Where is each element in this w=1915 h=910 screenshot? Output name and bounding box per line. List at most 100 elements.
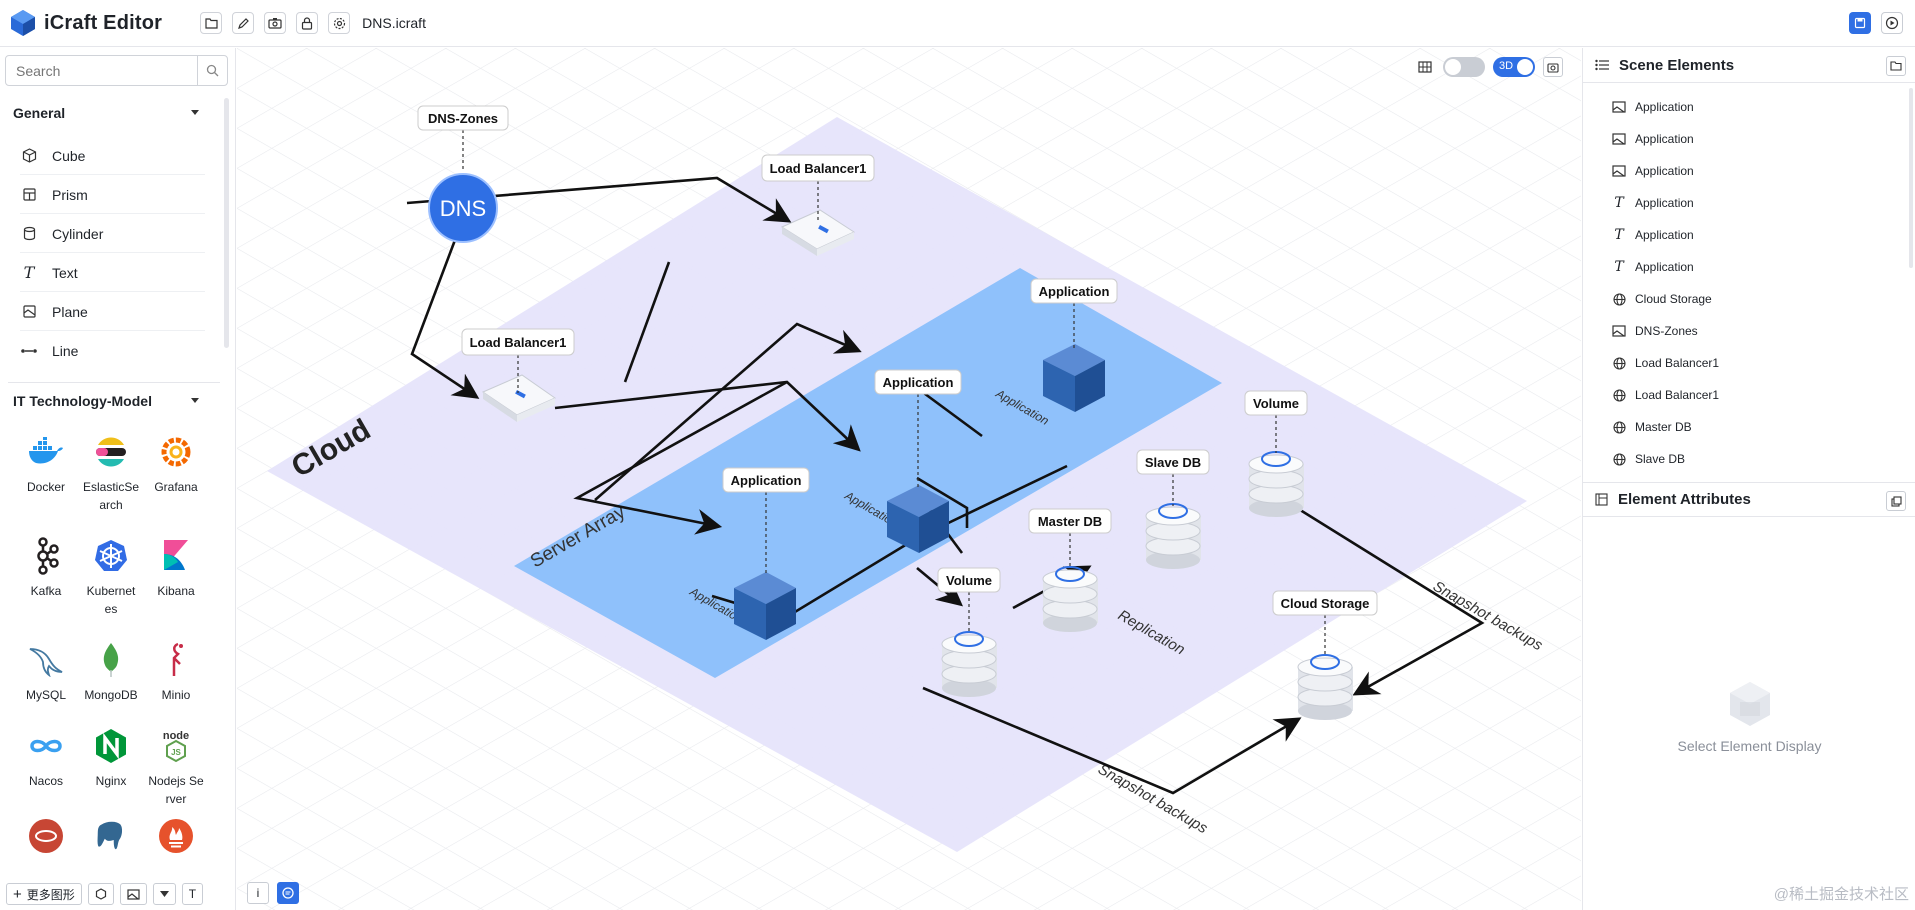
save-icon[interactable] xyxy=(1849,12,1871,34)
scene-item-label: Load Balancer1 xyxy=(1635,356,1720,370)
slave-db[interactable] xyxy=(1145,503,1201,569)
lock-icon[interactable] xyxy=(296,12,319,34)
copy-icon[interactable] xyxy=(1886,491,1906,511)
folder-icon[interactable] xyxy=(200,12,223,34)
scene-canvas[interactable]: Cloud Server Array Application Applicati… xyxy=(237,48,1581,910)
label-application-top[interactable]: Application xyxy=(1030,278,1118,304)
tech-elasticsearch[interactable]: EslasticSe arch xyxy=(79,432,143,514)
label-volume-left[interactable]: Volume xyxy=(937,567,1001,593)
master-db[interactable] xyxy=(1042,566,1098,632)
tech-minio[interactable]: Minio xyxy=(144,640,208,704)
tech-prometheus[interactable] xyxy=(144,816,208,862)
play-icon[interactable] xyxy=(1881,12,1903,34)
tech-nacos[interactable]: Nacos xyxy=(14,726,78,790)
application-cube-mid[interactable] xyxy=(887,485,949,553)
brush-icon[interactable] xyxy=(232,12,255,34)
tech-kubernetes[interactable]: Kubernet es xyxy=(79,536,143,618)
general-item-text[interactable]: T Text xyxy=(20,254,205,292)
scene-item[interactable]: Slave DB xyxy=(1611,443,1685,475)
image-icon[interactable] xyxy=(119,883,147,905)
volume-db-left[interactable] xyxy=(941,631,997,697)
tech-kibana[interactable]: Kibana xyxy=(144,536,208,600)
tech-label: Kafka xyxy=(30,584,62,598)
sidebar-bottom-bar: +更多图形 T xyxy=(0,878,235,910)
chat-icon[interactable] xyxy=(277,882,299,904)
tech-nginx[interactable]: Nginx xyxy=(79,726,143,790)
3d-toggle-label: 3D xyxy=(1499,60,1514,72)
label-load-balancer-left[interactable]: Load Balancer1 xyxy=(461,328,575,356)
caret-down-icon xyxy=(191,110,199,115)
nginx-icon xyxy=(91,726,131,766)
general-item-prism[interactable]: Prism xyxy=(20,176,205,214)
tech-label: Grafana xyxy=(154,480,198,494)
search-button[interactable] xyxy=(197,56,227,85)
label-slave-db[interactable]: Slave DB xyxy=(1136,449,1210,475)
camera-toggle[interactable] xyxy=(1443,57,1485,77)
grid-icon[interactable] xyxy=(1415,57,1435,77)
add-folder-icon[interactable] xyxy=(1886,56,1906,76)
text-tool-icon[interactable]: T xyxy=(181,883,204,905)
tech-label: Kubernet es xyxy=(86,584,136,616)
general-item-plane[interactable]: Plane xyxy=(20,293,205,331)
label-cloud-storage[interactable]: Cloud Storage xyxy=(1272,590,1378,616)
search-icon xyxy=(206,64,219,77)
section-it-model-title: IT Technology-Model xyxy=(13,393,152,409)
cloud-storage-db[interactable] xyxy=(1297,654,1353,720)
label-application-left[interactable]: Application xyxy=(722,467,810,493)
search-input[interactable] xyxy=(6,56,197,85)
scene-svg[interactable]: Cloud Server Array Application Applicati… xyxy=(237,48,1581,910)
model-icon[interactable] xyxy=(87,883,114,905)
scene-item-label: Cloud Storage xyxy=(1635,292,1712,306)
section-general[interactable]: General xyxy=(0,98,220,128)
screenshot-icon[interactable] xyxy=(1543,57,1563,77)
label-load-balancer-top[interactable]: Load Balancer1 xyxy=(761,154,875,182)
scene-item[interactable]: DNS-Zones xyxy=(1611,315,1698,347)
scene-item[interactable]: Load Balancer1 xyxy=(1611,347,1719,379)
element-attributes-title: Element Attributes xyxy=(1618,491,1751,508)
tech-oracle[interactable] xyxy=(14,816,78,862)
tech-kafka[interactable]: Kafka xyxy=(14,536,78,600)
tech-mongodb[interactable]: MongoDB xyxy=(79,640,143,704)
label-master-db[interactable]: Master DB xyxy=(1028,508,1112,534)
tech-grafana[interactable]: Grafana xyxy=(144,432,208,496)
application-cube-top[interactable] xyxy=(1043,344,1105,412)
section-it-model[interactable]: IT Technology-Model xyxy=(0,386,220,416)
dropdown-icon[interactable] xyxy=(152,883,176,905)
scene-list-scrollbar[interactable] xyxy=(1909,88,1913,268)
camera-icon[interactable] xyxy=(264,12,287,34)
scene-item[interactable]: Load Balancer1 xyxy=(1611,379,1719,411)
docker-icon xyxy=(26,432,66,472)
general-item-cube[interactable]: Cube xyxy=(20,137,205,175)
3d-toggle[interactable]: 3D xyxy=(1493,57,1535,77)
tech-postgresql[interactable] xyxy=(79,816,143,862)
label-dns-zones[interactable]: DNS-Zones xyxy=(417,105,509,131)
load-balancer-top[interactable] xyxy=(780,209,856,256)
empty-state-icon xyxy=(1726,680,1774,733)
scene-item[interactable]: Application xyxy=(1611,91,1694,123)
sidebar-scrollbar[interactable] xyxy=(224,98,229,348)
gear-icon[interactable] xyxy=(328,12,351,34)
watermark: @稀土掘金技术社区 xyxy=(1773,886,1909,903)
dns-node[interactable]: DNS xyxy=(428,173,498,243)
tech-mysql[interactable]: MySQL xyxy=(14,640,78,704)
scene-item-label: Application xyxy=(1635,260,1694,274)
tech-docker[interactable]: Docker xyxy=(14,432,78,496)
label-volume-right[interactable]: Volume xyxy=(1244,390,1308,416)
scene-item[interactable]: Master DB xyxy=(1611,411,1692,443)
application-cube-left[interactable] xyxy=(734,572,796,640)
general-item-cylinder[interactable]: Cylinder xyxy=(20,215,205,253)
more-shapes-button[interactable]: +更多图形 xyxy=(6,883,82,905)
general-item-line[interactable]: Line xyxy=(20,332,205,370)
label-application-mid[interactable]: Application xyxy=(874,369,962,395)
info-icon[interactable]: i xyxy=(247,882,269,904)
scene-item[interactable]: Application xyxy=(1611,155,1694,187)
load-balancer-left[interactable] xyxy=(481,374,557,422)
volume-db-right[interactable] xyxy=(1248,451,1304,517)
app-logo: iCraft Editor xyxy=(10,9,162,37)
scene-item[interactable]: Application xyxy=(1611,123,1694,155)
scene-item[interactable]: Cloud Storage xyxy=(1611,283,1712,315)
